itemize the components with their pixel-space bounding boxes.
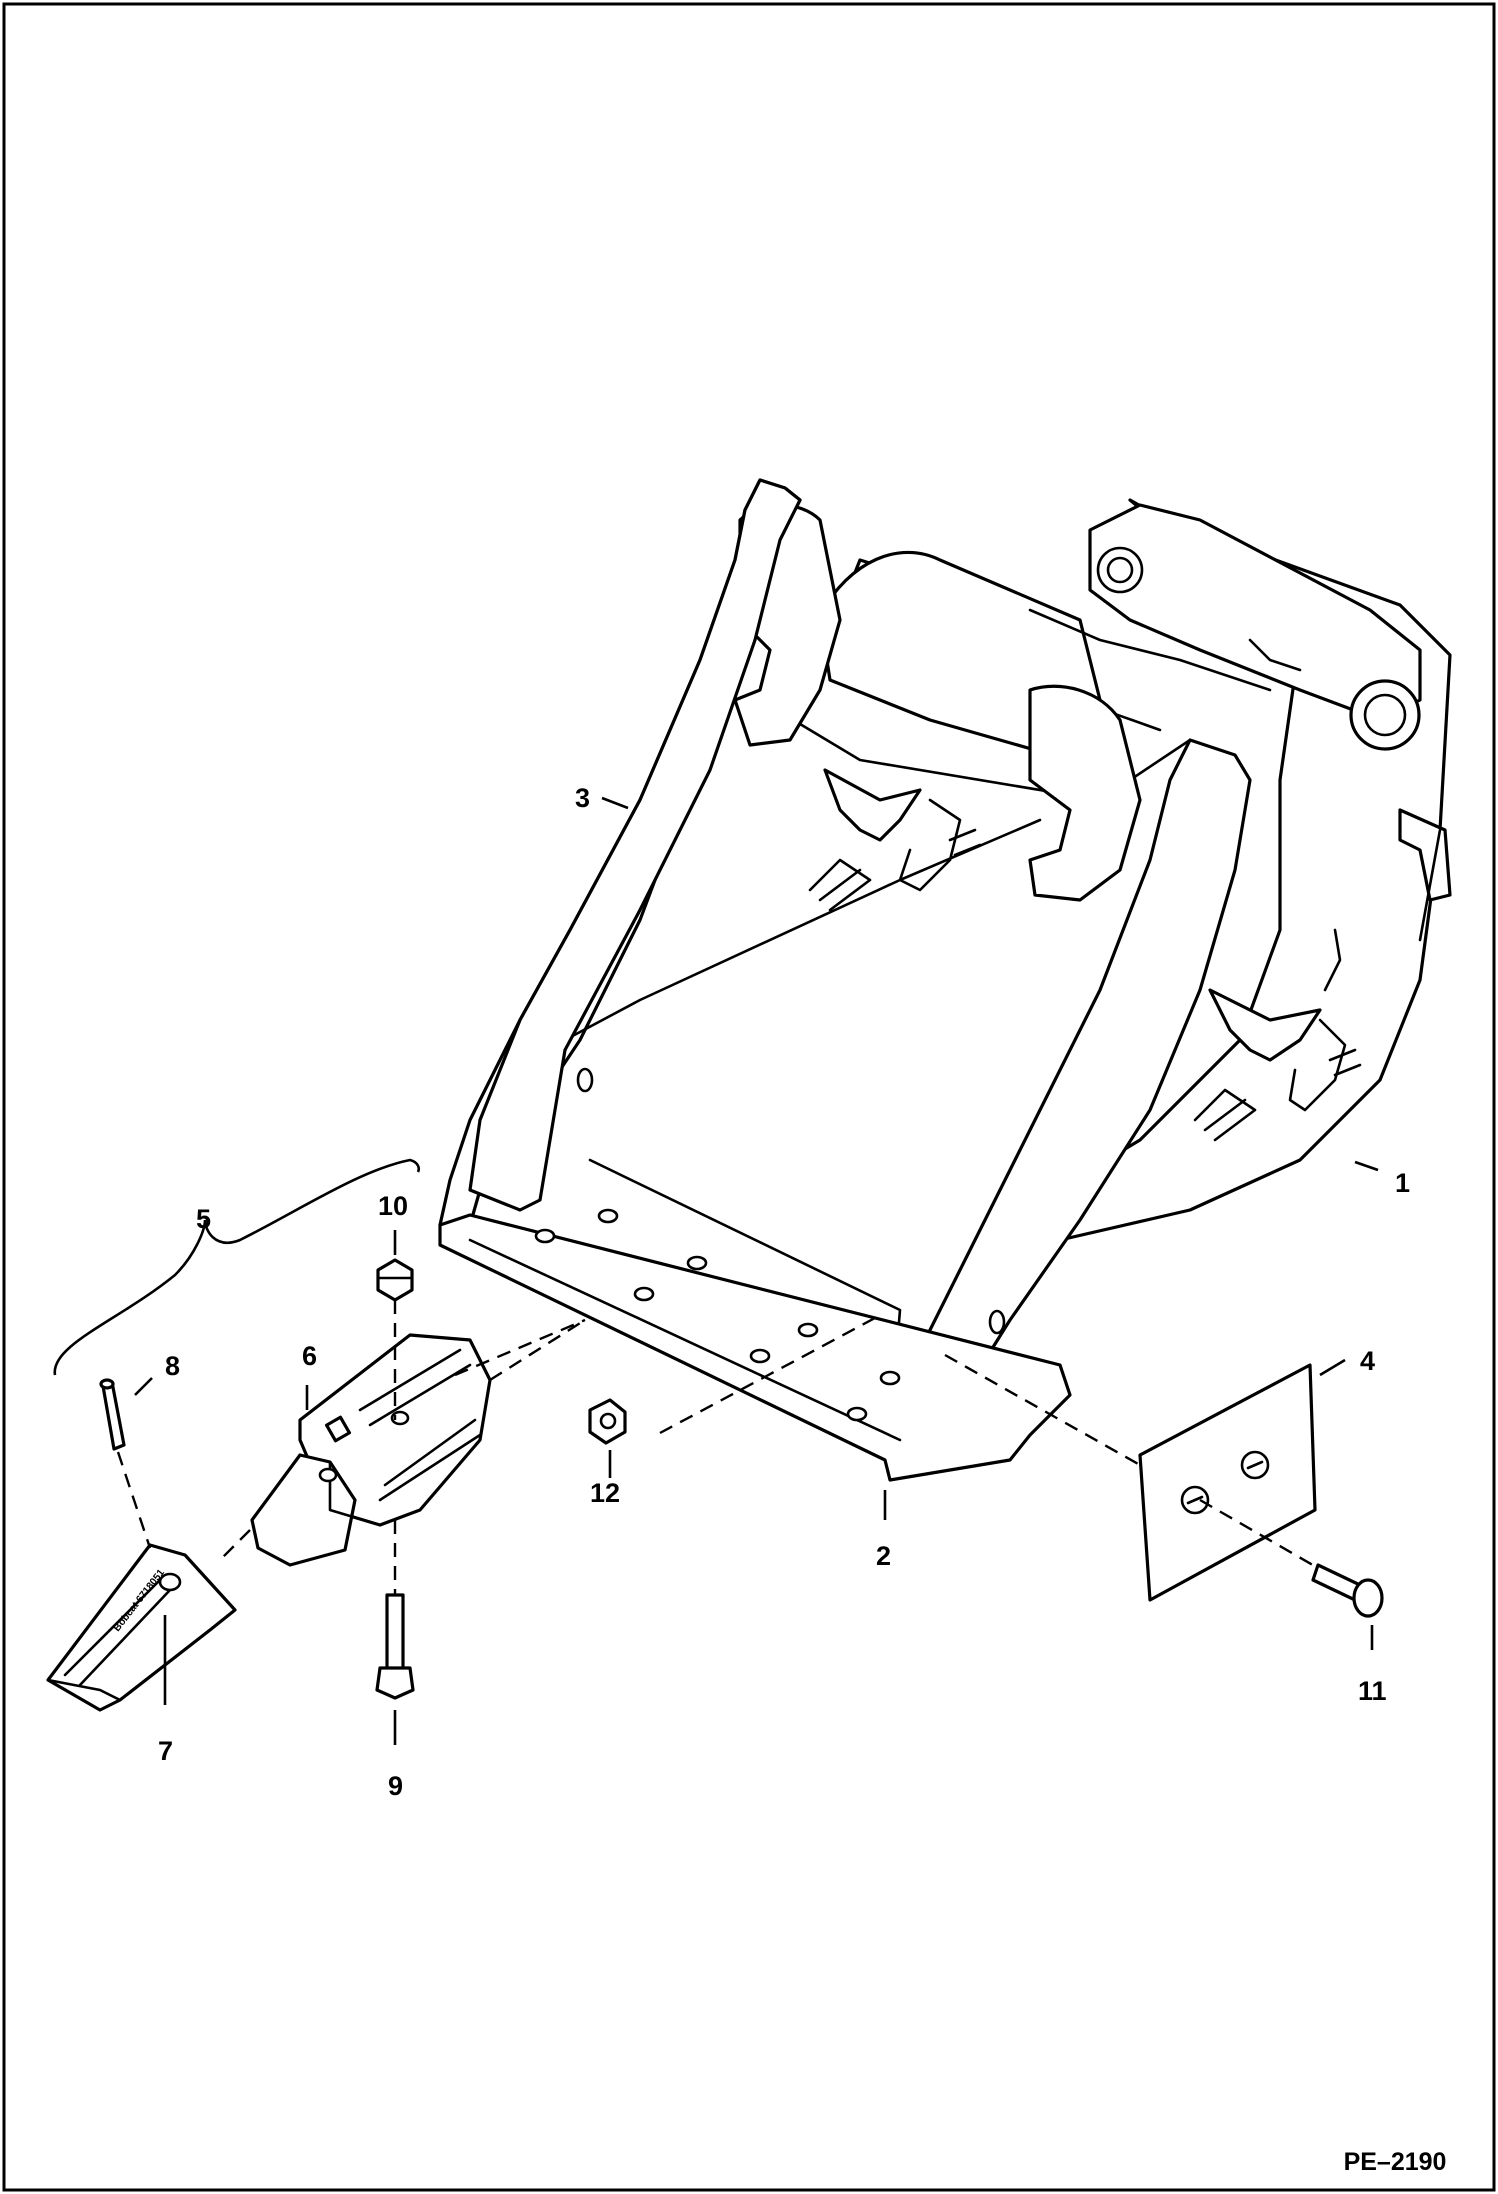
logo-mark-icon	[1193, 928, 1362, 1142]
callout-10: 10	[378, 1191, 408, 1221]
side-wear-strip-icon	[468, 478, 802, 1212]
callout-4: 4	[1360, 1346, 1375, 1376]
callout-9: 9	[388, 1771, 403, 1801]
callout-8: 8	[165, 1351, 180, 1381]
side-cutter-icon	[1138, 1363, 1317, 1602]
callout-6: 6	[302, 1341, 317, 1371]
tooth-tip-icon: Bobcat 6718051	[46, 1543, 237, 1712]
bolt-icon	[375, 1593, 415, 1700]
logo-mark-icon	[808, 768, 982, 912]
nut-icon	[588, 1398, 627, 1445]
callout-12: 12	[590, 1478, 620, 1508]
cutting-edge-icon	[438, 1208, 1072, 1482]
callout-2: 2	[876, 1541, 891, 1571]
plow-bolt-icon	[1311, 1563, 1384, 1618]
tooth-assembly-bracket	[53, 1158, 421, 1376]
assembly-lines	[116, 1300, 1319, 1595]
tooth-shank-icon	[250, 1333, 492, 1567]
roll-pin-icon	[99, 1378, 126, 1451]
callout-5: 5	[196, 1204, 211, 1234]
callout-3: 3	[575, 783, 590, 813]
callout-leaders	[134, 796, 1379, 1745]
callout-7: 7	[158, 1736, 173, 1766]
callout-11: 11	[1358, 1676, 1387, 1706]
figure-id: PE–2190	[1344, 2148, 1447, 2176]
callout-1: 1	[1395, 1168, 1410, 1198]
hex-nut-icon	[376, 1258, 414, 1302]
